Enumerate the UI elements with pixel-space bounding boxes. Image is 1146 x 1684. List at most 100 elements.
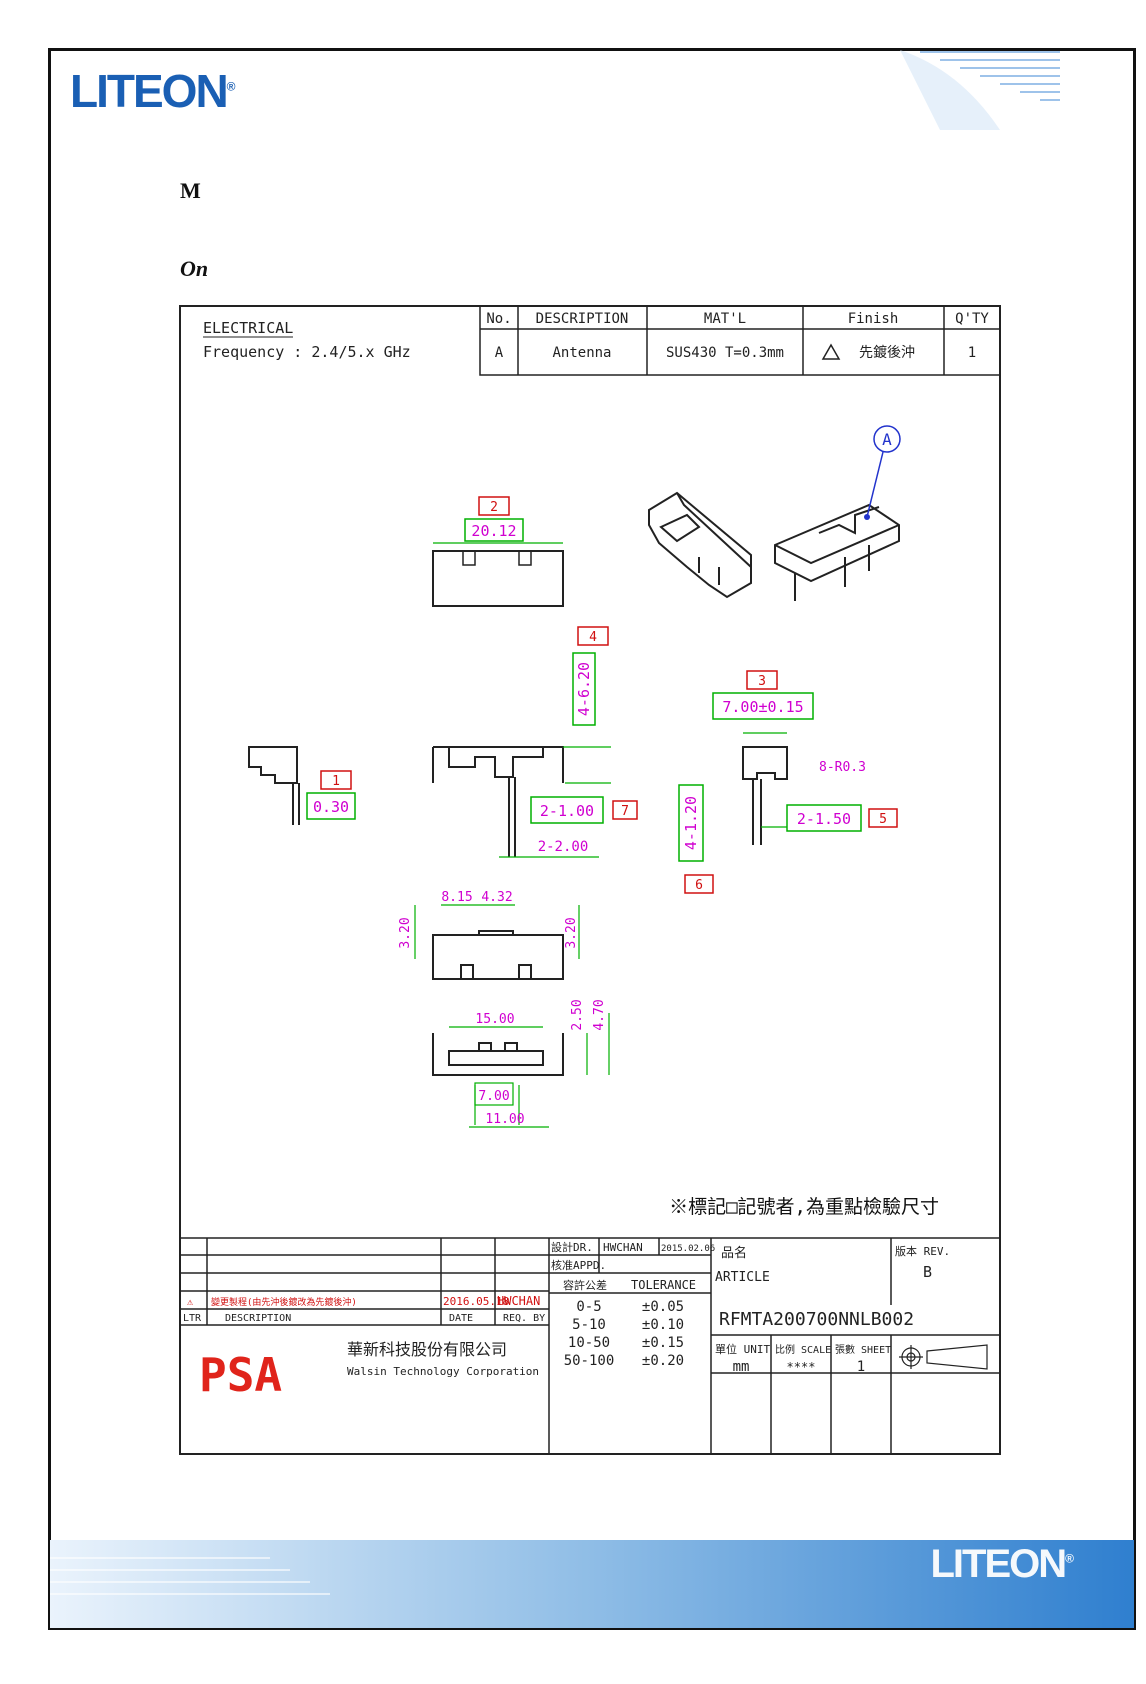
sheet-label: 張數 SHEET <box>835 1343 891 1356</box>
spec-label: ELECTRICAL <box>203 319 293 337</box>
rev-value: B <box>923 1263 932 1281</box>
dim-4-32: 4.32 <box>481 890 512 905</box>
date-header: DATE <box>449 1313 473 1324</box>
part-number: RFMTA200700NNLB002 <box>719 1309 914 1330</box>
description-header: DESCRIPTION <box>225 1313 291 1324</box>
article-label-cn: 品名 <box>721 1245 747 1261</box>
liteon-logo: LITEON® <box>70 64 236 118</box>
dim-tag-3: 3 <box>758 674 766 689</box>
bom-header-no: No. <box>486 311 511 327</box>
engineering-drawing: ELECTRICAL Frequency : 2.4/5.x GHz No. D… <box>179 305 1001 1455</box>
dim-2-2-00: 2-2.00 <box>538 839 589 855</box>
req-by-header: REQ. BY <box>503 1313 545 1324</box>
scale-value: **** <box>787 1360 816 1374</box>
design-date: 2015.02.06 <box>661 1244 715 1254</box>
dim-tag-5: 5 <box>879 812 887 827</box>
dim-4-6-20: 4-6.20 <box>575 662 593 716</box>
bom-cell-material: SUS430 T=0.3mm <box>666 345 784 361</box>
bom-header-description: DESCRIPTION <box>536 311 629 327</box>
end-view <box>432 1033 564 1076</box>
bom-table <box>479 305 1001 376</box>
projection-symbol-icon <box>899 1344 988 1370</box>
dim-7-00: 7.00 <box>478 1089 509 1104</box>
dim-11-00: 11.00 <box>485 1112 524 1127</box>
page-frame <box>48 48 1136 1630</box>
dim-20-12: 20.12 <box>471 522 516 540</box>
dim-0-30: 0.30 <box>313 798 349 816</box>
dim-tag-2: 2 <box>490 500 498 515</box>
sheet-value: 1 <box>857 1359 865 1375</box>
logo-footer-text: LITEON <box>930 1542 1067 1586</box>
bottom-view <box>432 930 564 980</box>
revision-description: 變更製程(由先沖後鍍改為先鍍後沖) <box>211 1296 357 1308</box>
ltr-header: LTR <box>183 1313 202 1324</box>
bom-cell-description: Antenna <box>552 345 611 361</box>
logo-text: LITEON <box>70 65 229 117</box>
callout-circle <box>873 425 901 453</box>
tolerance-label: TOLERANCE <box>631 1278 696 1292</box>
article-label: ARTICLE <box>715 1270 770 1285</box>
dim-2-1-00: 2-1.00 <box>540 802 594 820</box>
dim-radius: 8-R0.3 <box>819 760 866 775</box>
dim-2-1-50: 2-1.50 <box>797 810 851 828</box>
tolerance-range-2: 5-10 <box>572 1317 606 1333</box>
bom-cell-no: A <box>495 345 504 361</box>
warning-triangle-icon <box>821 343 841 360</box>
scale-label: 比例 SCALE <box>775 1343 831 1356</box>
bom-cell-finish: 先鍍後沖 <box>859 344 915 361</box>
inspection-note: ※標記□記號者,為重點檢驗尺寸 <box>669 1196 939 1218</box>
isometric-view-right <box>774 503 900 601</box>
tolerance-value-1: ±0.05 <box>642 1299 684 1315</box>
dim-4-70: 4.70 <box>592 999 607 1030</box>
revision-date: 2016.05.18 <box>443 1295 509 1308</box>
callout-letter: A <box>882 430 892 449</box>
company-name-cn: 華新科技股份有限公司 <box>347 1340 507 1359</box>
liteon-logo-footer: LITEON® <box>930 1542 1074 1587</box>
decorative-band-bottom <box>50 1540 1134 1628</box>
dim-3-20-right: 3.20 <box>564 917 579 948</box>
rev-label: 版本 REV. <box>895 1244 950 1258</box>
unit-label: 單位 UNIT <box>715 1342 770 1356</box>
dim-8-15: 8.15 <box>441 890 472 905</box>
tolerance-range-3: 10-50 <box>568 1335 610 1351</box>
drawing-canvas: ELECTRICAL Frequency : 2.4/5.x GHz No. D… <box>179 305 1001 1455</box>
revision-by: HWCHAN <box>497 1294 540 1308</box>
dim-15-00: 15.00 <box>475 1012 514 1027</box>
dim-3-20-left: 3.20 <box>398 917 413 948</box>
isometric-view-left <box>648 491 752 599</box>
dim-7-00-tol: 7.00±0.15 <box>722 698 803 716</box>
left-side-view <box>248 746 300 825</box>
unit-value: mm <box>733 1359 750 1375</box>
dim-tag-6: 6 <box>695 878 703 893</box>
decorative-stripes-top <box>900 50 1060 130</box>
designed-label: 設計DR. <box>551 1240 593 1254</box>
dim-tag-4: 4 <box>589 630 597 645</box>
bom-header-material: MAT'L <box>704 311 746 327</box>
registered-mark-footer: ® <box>1065 1551 1074 1566</box>
registered-mark: ® <box>226 79 236 94</box>
top-view <box>432 542 564 607</box>
approved-label: 核准APPD. <box>551 1258 606 1272</box>
revision-mark: ⚠ <box>187 1297 194 1308</box>
tolerance-label-cn: 容許公差 <box>563 1278 607 1292</box>
designer: HWCHAN <box>603 1241 643 1254</box>
bom-header-finish: Finish <box>848 311 899 327</box>
tolerance-value-2: ±0.10 <box>642 1317 684 1333</box>
company-name-en: Walsin Technology Corporation <box>347 1365 539 1378</box>
subsection-heading: On <box>180 256 209 281</box>
spec-frequency: Frequency : 2.4/5.x GHz <box>203 343 411 361</box>
tolerance-value-4: ±0.20 <box>642 1353 684 1369</box>
tolerance-range-1: 0-5 <box>576 1299 601 1315</box>
right-side-view <box>742 746 788 845</box>
tolerance-range-4: 50-100 <box>564 1353 615 1369</box>
section-heading: M <box>180 178 201 203</box>
tolerance-value-3: ±0.15 <box>642 1335 684 1351</box>
dim-4-1-20: 4-1.20 <box>682 796 700 850</box>
bom-cell-qty: 1 <box>968 345 976 361</box>
psa-logo: PSA <box>199 1348 282 1402</box>
title-block <box>179 1237 1001 1455</box>
bom-header-qty: Q'TY <box>955 311 989 327</box>
dim-tag-1: 1 <box>332 774 340 789</box>
dim-2-50: 2.50 <box>570 999 585 1030</box>
dim-tag-7: 7 <box>621 804 629 819</box>
